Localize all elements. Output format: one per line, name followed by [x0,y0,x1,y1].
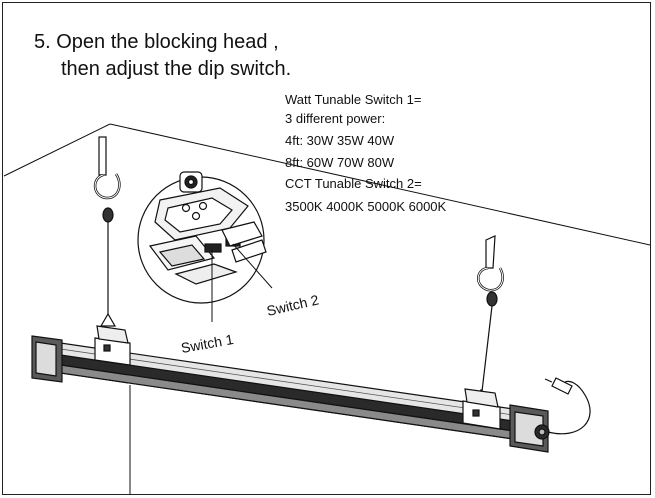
ceiling-back-edge [109,123,651,246]
switch2-leader [232,243,273,289]
switch1-label: Switch 1 [180,331,235,356]
switch2-label: Switch 2 [265,291,320,319]
dip-switch-1 [204,243,222,253]
power-cable [544,377,591,435]
spec-cct-switch: CCT Tunable Switch 2= [285,176,422,191]
spec-watt-switch: Watt Tunable Switch 1= [285,92,422,107]
step-title-line2: then adjust the dip switch. [61,58,292,80]
led-fixture-body [31,335,550,453]
mounting-clip-right [462,388,501,430]
spec-cct-values: 3500K 4000K 5000K 6000K [285,199,447,214]
step-title-line1: 5. Open the blocking head , [34,31,279,53]
spec-8ft-power: 8ft: 60W 70W 80W [285,155,395,170]
left-hook-icon [93,136,121,327]
room-outline [3,123,651,495]
right-hook-icon [472,235,504,403]
zoom-detail [137,171,267,304]
switch-leader-lines [211,243,273,322]
spec-4ft-power: 4ft: 30W 35W 40W [285,133,395,148]
left-hook-mount [98,136,107,176]
spec-power-count: 3 different power: [285,111,386,126]
mounting-clip-left [94,325,131,366]
right-hanging-wire [480,305,493,401]
ceiling-left-edge [3,123,111,177]
